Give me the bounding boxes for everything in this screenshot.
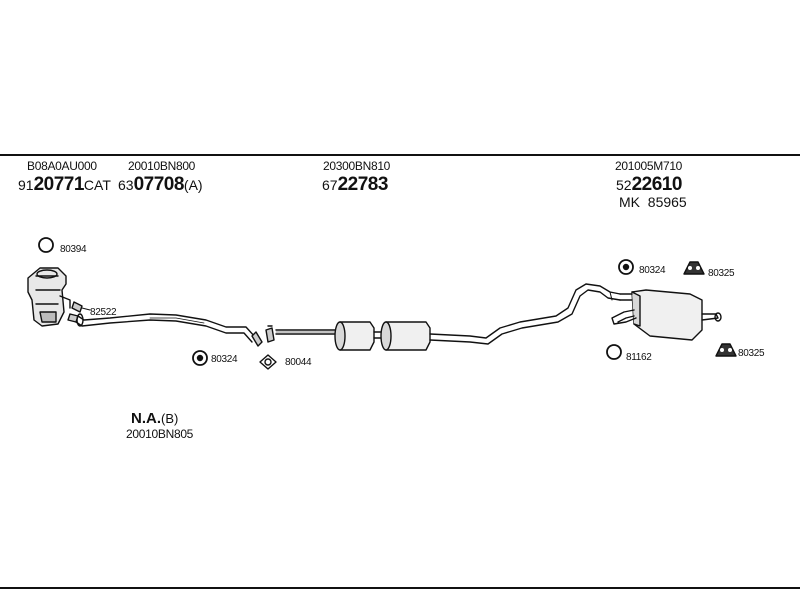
na-label: N.A.(B)	[131, 410, 179, 427]
part-code-center-pipe: 20300BN810	[323, 159, 391, 173]
part-code-catalyst: B08A0AU000	[27, 159, 97, 173]
part-number-front-pipe: 6307708(A)	[118, 174, 203, 195]
callout-82522: 82522	[90, 307, 117, 318]
part-number-rear-muffler: 5222610	[616, 174, 682, 195]
clamp-82522	[67, 301, 91, 323]
callout-80324-left: 80324	[211, 354, 238, 365]
part-code-rear-muffler: 201005M710	[615, 159, 683, 173]
callout-80044: 80044	[285, 357, 312, 368]
part-code-front-pipe: 20010BN800	[128, 159, 196, 173]
callout-81162: 81162	[626, 352, 652, 363]
mounting-kit-label: MK 85965	[619, 194, 687, 210]
callout-80325-bottom: 80325	[738, 348, 765, 359]
gasket-icon-80044	[259, 354, 277, 370]
ring-icon-81162	[606, 344, 622, 360]
na-part-code: 20010BN805	[126, 427, 194, 441]
part-number-center-pipe: 6722783	[322, 174, 388, 195]
callout-80324-right: 80324	[639, 265, 666, 276]
center-pipe	[275, 283, 621, 351]
rubber-mount-icon-80325-bottom	[715, 343, 737, 357]
rear-muffler	[609, 289, 722, 341]
bottom-divider	[0, 587, 800, 589]
front-pipe	[75, 313, 263, 347]
rubber-mount-icon-80325-top	[683, 261, 705, 275]
catalytic-converter	[27, 267, 71, 327]
callout-80394: 80394	[60, 244, 87, 255]
ring-icon-80394	[38, 237, 54, 253]
callout-80325-top: 80325	[708, 268, 735, 279]
nut-icon-80324-left	[192, 350, 208, 366]
top-divider	[0, 154, 800, 156]
flange-connector	[265, 325, 275, 343]
nut-icon-80324-right	[618, 259, 634, 275]
part-number-catalyst: 9120771CAT	[18, 174, 111, 195]
